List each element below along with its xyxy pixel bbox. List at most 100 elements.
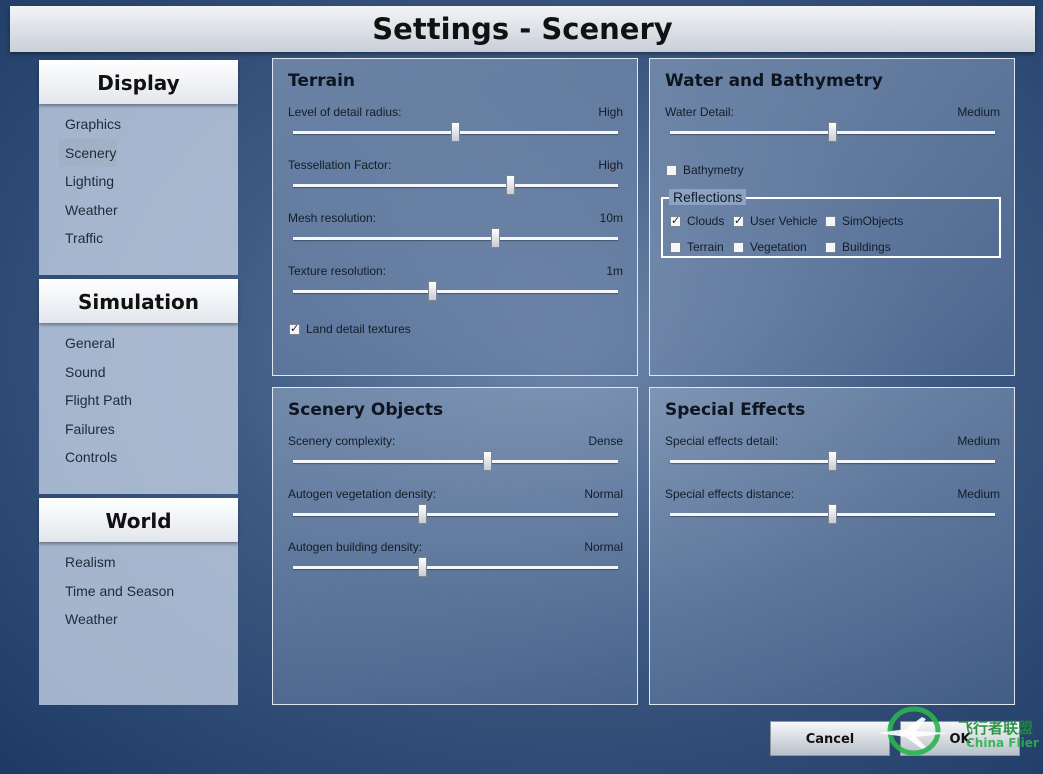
reflections-buildings-checkbox[interactable] xyxy=(825,242,836,253)
special-effects-panel: Special Effects Special effects detail: … xyxy=(649,387,1015,705)
cancel-button[interactable]: Cancel xyxy=(770,721,890,756)
mesh-resolution-label: Mesh resolution: xyxy=(288,211,377,225)
sidebar-item-failures[interactable]: Failures xyxy=(65,420,115,437)
sidebar-item-general[interactable]: General xyxy=(65,335,115,351)
effects-detail-setting: Special effects detail: Medium xyxy=(665,434,1000,482)
reflections-buildings-label: Buildings xyxy=(842,240,891,254)
reflections-group: Reflections Clouds User Vehicle SimObjec… xyxy=(661,189,1001,258)
autogen-building-setting: Autogen building density: Normal xyxy=(288,540,623,588)
sidebar-header-world[interactable]: World xyxy=(39,498,238,542)
scenery-complexity-setting: Scenery complexity: Dense xyxy=(288,434,623,482)
sidebar-section-simulation: Simulation General Sound Flight Path Fai… xyxy=(39,279,238,494)
reflections-vegetation-option[interactable]: Vegetation xyxy=(733,240,807,254)
mesh-resolution-value: 10m xyxy=(599,211,623,225)
texture-resolution-setting: Texture resolution: 1m xyxy=(288,264,623,312)
scenery-objects-panel: Scenery Objects Scenery complexity: Dens… xyxy=(272,387,638,705)
sidebar-list-display: Graphics Scenery Lighting Weather Traffi… xyxy=(39,104,238,253)
effects-detail-value: Medium xyxy=(957,434,1000,448)
sidebar-section-display: Display Graphics Scenery Lighting Weathe… xyxy=(39,60,238,275)
bathymetry-option[interactable]: Bathymetry xyxy=(666,163,744,177)
terrain-panel: Terrain Level of detail radius: High Tes… xyxy=(272,58,638,376)
effects-distance-label: Special effects distance: xyxy=(665,487,795,501)
reflections-clouds-checkbox[interactable] xyxy=(670,214,681,228)
tessellation-setting: Tessellation Factor: High xyxy=(288,158,623,206)
effects-distance-slider-thumb[interactable] xyxy=(827,504,837,524)
mesh-resolution-slider[interactable] xyxy=(293,228,618,248)
reflections-user-vehicle-checkbox[interactable] xyxy=(733,214,744,228)
reflections-clouds-option[interactable]: Clouds xyxy=(670,214,724,228)
sidebar-item-flight-path[interactable]: Flight Path xyxy=(65,392,132,409)
lod-radius-slider[interactable] xyxy=(293,122,618,142)
texture-resolution-slider[interactable] xyxy=(293,281,618,301)
sidebar-item-scenery[interactable]: Scenery xyxy=(59,138,117,168)
scenery-complexity-slider-thumb[interactable] xyxy=(483,451,492,471)
reflections-vegetation-label: Vegetation xyxy=(750,240,807,254)
sidebar-list-world: Realism Time and Season Weather xyxy=(39,542,238,634)
autogen-building-label: Autogen building density: xyxy=(288,540,423,554)
reflections-clouds-label: Clouds xyxy=(687,214,725,228)
sidebar-header-simulation[interactable]: Simulation xyxy=(39,279,238,323)
scenery-complexity-label: Scenery complexity: xyxy=(288,434,396,448)
sidebar-item-controls[interactable]: Controls xyxy=(65,449,118,466)
water-detail-setting: Water Detail: Medium xyxy=(665,105,1000,153)
tessellation-label: Tessellation Factor: xyxy=(288,158,392,172)
reflections-simobjects-checkbox[interactable] xyxy=(825,216,836,227)
reflections-terrain-checkbox[interactable] xyxy=(670,242,681,253)
texture-resolution-value: 1m xyxy=(606,264,623,278)
effects-distance-setting: Special effects distance: Medium xyxy=(665,487,1000,535)
mesh-resolution-slider-thumb[interactable] xyxy=(491,228,501,248)
autogen-building-slider[interactable] xyxy=(293,557,618,577)
autogen-vegetation-label: Autogen vegetation density: xyxy=(288,487,437,501)
water-panel: Water and Bathymetry Water Detail: Mediu… xyxy=(649,58,1015,376)
sidebar-item-time-and-season[interactable]: Time and Season xyxy=(65,582,175,599)
sidebar-list-simulation: General Sound Flight Path Failures Contr… xyxy=(39,323,238,472)
sidebar-item-sound[interactable]: Sound xyxy=(65,363,106,380)
autogen-vegetation-slider-thumb[interactable] xyxy=(418,504,427,524)
reflections-terrain-option[interactable]: Terrain xyxy=(670,240,724,254)
reflections-terrain-label: Terrain xyxy=(687,240,724,254)
sidebar-item-weather[interactable]: Weather xyxy=(65,201,118,218)
reflections-vegetation-checkbox[interactable] xyxy=(733,242,744,253)
sidebar-item-graphics[interactable]: Graphics xyxy=(65,116,122,132)
title-bar: Settings - Scenery xyxy=(10,6,1035,52)
sidebar-item-world-weather[interactable]: Weather xyxy=(65,611,118,628)
bathymetry-checkbox[interactable] xyxy=(666,165,677,176)
lod-radius-setting: Level of detail radius: High xyxy=(288,105,623,153)
ok-button[interactable]: OK xyxy=(900,721,1020,756)
effects-distance-value: Medium xyxy=(957,487,1000,501)
special-effects-title: Special Effects xyxy=(665,400,806,420)
tessellation-slider-thumb[interactable] xyxy=(505,175,515,195)
land-detail-textures-checkbox[interactable] xyxy=(289,322,300,336)
water-title: Water and Bathymetry xyxy=(665,71,883,91)
autogen-building-slider-thumb[interactable] xyxy=(418,557,427,577)
texture-resolution-slider-thumb[interactable] xyxy=(427,281,437,301)
tessellation-slider[interactable] xyxy=(293,175,618,195)
reflections-user-vehicle-label: User Vehicle xyxy=(750,214,818,228)
lod-radius-label: Level of detail radius: xyxy=(288,105,402,119)
autogen-vegetation-value: Normal xyxy=(584,487,623,501)
scenery-complexity-slider[interactable] xyxy=(293,451,618,471)
water-detail-slider-thumb[interactable] xyxy=(827,122,837,142)
autogen-vegetation-setting: Autogen vegetation density: Normal xyxy=(288,487,623,535)
sidebar-header-display[interactable]: Display xyxy=(39,60,238,104)
lod-radius-slider-thumb[interactable] xyxy=(450,122,460,142)
land-detail-textures-label: Land detail textures xyxy=(306,322,411,336)
reflections-simobjects-label: SimObjects xyxy=(842,214,904,228)
autogen-vegetation-slider[interactable] xyxy=(293,504,618,524)
bathymetry-label: Bathymetry xyxy=(683,163,744,177)
land-detail-textures-option[interactable]: Land detail textures xyxy=(289,322,411,336)
scenery-complexity-value: Dense xyxy=(588,434,623,448)
lod-radius-value: High xyxy=(598,105,623,119)
effects-detail-slider-thumb[interactable] xyxy=(827,451,837,471)
sidebar-item-traffic[interactable]: Traffic xyxy=(65,230,104,247)
effects-distance-slider[interactable] xyxy=(670,504,995,524)
water-detail-slider[interactable] xyxy=(670,122,995,142)
sidebar-section-world: World Realism Time and Season Weather xyxy=(39,498,238,705)
reflections-buildings-option[interactable]: Buildings xyxy=(825,240,891,254)
effects-detail-slider[interactable] xyxy=(670,451,995,471)
reflections-simobjects-option[interactable]: SimObjects xyxy=(825,214,903,228)
reflections-user-vehicle-option[interactable]: User Vehicle xyxy=(733,214,817,228)
sidebar-item-lighting[interactable]: Lighting xyxy=(65,173,115,190)
sidebar-item-realism[interactable]: Realism xyxy=(65,554,116,570)
